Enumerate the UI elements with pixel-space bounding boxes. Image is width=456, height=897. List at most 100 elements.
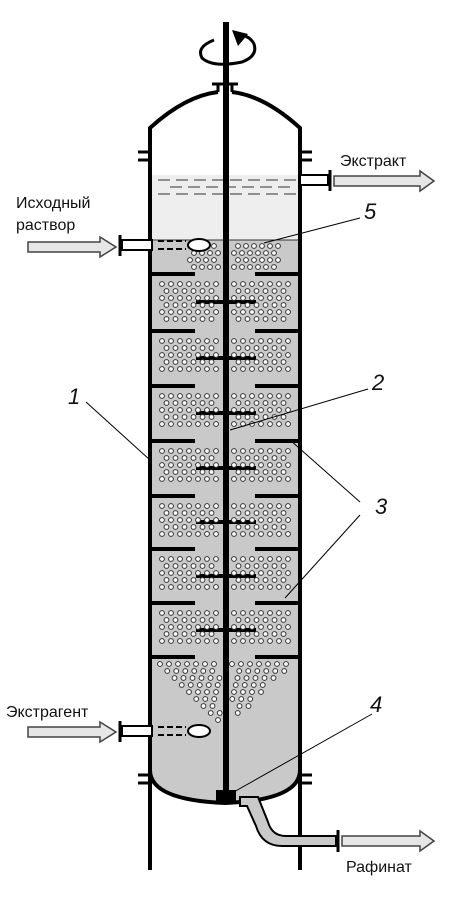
drop bbox=[163, 455, 170, 461]
drop bbox=[181, 359, 188, 365]
drop bbox=[285, 281, 291, 287]
drop bbox=[267, 584, 273, 590]
drop bbox=[267, 624, 273, 630]
drop bbox=[258, 393, 264, 399]
drop bbox=[253, 359, 260, 365]
drop bbox=[168, 476, 174, 482]
drop bbox=[163, 631, 170, 637]
drop bbox=[204, 503, 210, 509]
drop bbox=[215, 717, 221, 723]
drop bbox=[204, 393, 210, 399]
rotor-disc bbox=[196, 520, 256, 524]
drop bbox=[253, 400, 260, 406]
drop bbox=[239, 264, 245, 270]
drop bbox=[213, 407, 219, 413]
drop bbox=[168, 295, 174, 301]
drop bbox=[271, 316, 278, 322]
drop bbox=[244, 469, 251, 475]
plates bbox=[150, 272, 300, 659]
drop bbox=[181, 345, 188, 351]
drop bbox=[187, 257, 193, 263]
drop bbox=[175, 661, 181, 667]
drop bbox=[262, 469, 269, 475]
drop bbox=[172, 316, 179, 322]
drop bbox=[258, 503, 264, 509]
drop bbox=[253, 563, 260, 569]
drop bbox=[240, 476, 246, 482]
drop bbox=[270, 675, 277, 681]
drop bbox=[240, 366, 246, 372]
drop bbox=[163, 563, 170, 569]
drop bbox=[163, 316, 170, 322]
drop bbox=[235, 617, 242, 623]
drop bbox=[213, 503, 219, 509]
drop bbox=[204, 352, 210, 358]
drop bbox=[186, 421, 192, 427]
drop bbox=[159, 366, 165, 372]
drop bbox=[262, 400, 269, 406]
drop bbox=[240, 503, 246, 509]
drop bbox=[258, 295, 264, 301]
drop bbox=[271, 563, 278, 569]
drop bbox=[235, 400, 242, 406]
drop bbox=[256, 661, 262, 667]
feed-distributor bbox=[187, 238, 211, 252]
drop bbox=[181, 414, 188, 420]
rotor-disc bbox=[196, 574, 256, 578]
drop bbox=[276, 624, 282, 630]
drop bbox=[271, 250, 277, 256]
drop bbox=[193, 696, 200, 702]
callout-1: 1 bbox=[68, 384, 80, 409]
drop bbox=[186, 503, 192, 509]
callout-5: 5 bbox=[364, 199, 377, 224]
drop bbox=[283, 661, 289, 667]
drop bbox=[262, 302, 269, 308]
drop bbox=[204, 556, 210, 562]
drop bbox=[244, 524, 251, 530]
drop bbox=[159, 295, 165, 301]
drop bbox=[285, 517, 291, 523]
drop bbox=[168, 462, 174, 468]
drop bbox=[240, 570, 246, 576]
drop bbox=[231, 448, 237, 454]
drop bbox=[190, 400, 197, 406]
drop bbox=[171, 675, 178, 681]
drop bbox=[211, 661, 217, 667]
drop bbox=[231, 610, 237, 616]
drop bbox=[196, 682, 203, 688]
drop bbox=[251, 243, 257, 249]
feed-inlet bbox=[118, 235, 211, 256]
drop bbox=[163, 524, 170, 530]
drop bbox=[204, 624, 210, 630]
extractant-label: Экстрагент bbox=[6, 704, 89, 721]
drop bbox=[163, 617, 170, 623]
drop bbox=[249, 393, 255, 399]
drop bbox=[231, 531, 237, 537]
drop bbox=[258, 638, 264, 644]
drop bbox=[255, 264, 261, 270]
drop bbox=[213, 448, 219, 454]
drop bbox=[249, 462, 255, 468]
drop bbox=[231, 309, 237, 315]
drop bbox=[285, 295, 291, 301]
drop bbox=[208, 288, 215, 294]
drop bbox=[166, 661, 172, 667]
drop bbox=[261, 675, 268, 681]
drop bbox=[195, 281, 201, 287]
column-shell bbox=[148, 150, 302, 806]
drop bbox=[253, 577, 260, 583]
drop bbox=[186, 517, 192, 523]
drop bbox=[267, 448, 273, 454]
drop bbox=[276, 309, 282, 315]
drop bbox=[213, 624, 219, 630]
drop bbox=[168, 421, 174, 427]
drop bbox=[184, 661, 190, 667]
drop bbox=[258, 462, 264, 468]
drop bbox=[240, 407, 246, 413]
drop bbox=[258, 309, 264, 315]
drop bbox=[204, 689, 210, 695]
drop bbox=[243, 243, 249, 249]
drop bbox=[195, 638, 201, 644]
drop bbox=[241, 682, 248, 688]
drop bbox=[172, 345, 179, 351]
